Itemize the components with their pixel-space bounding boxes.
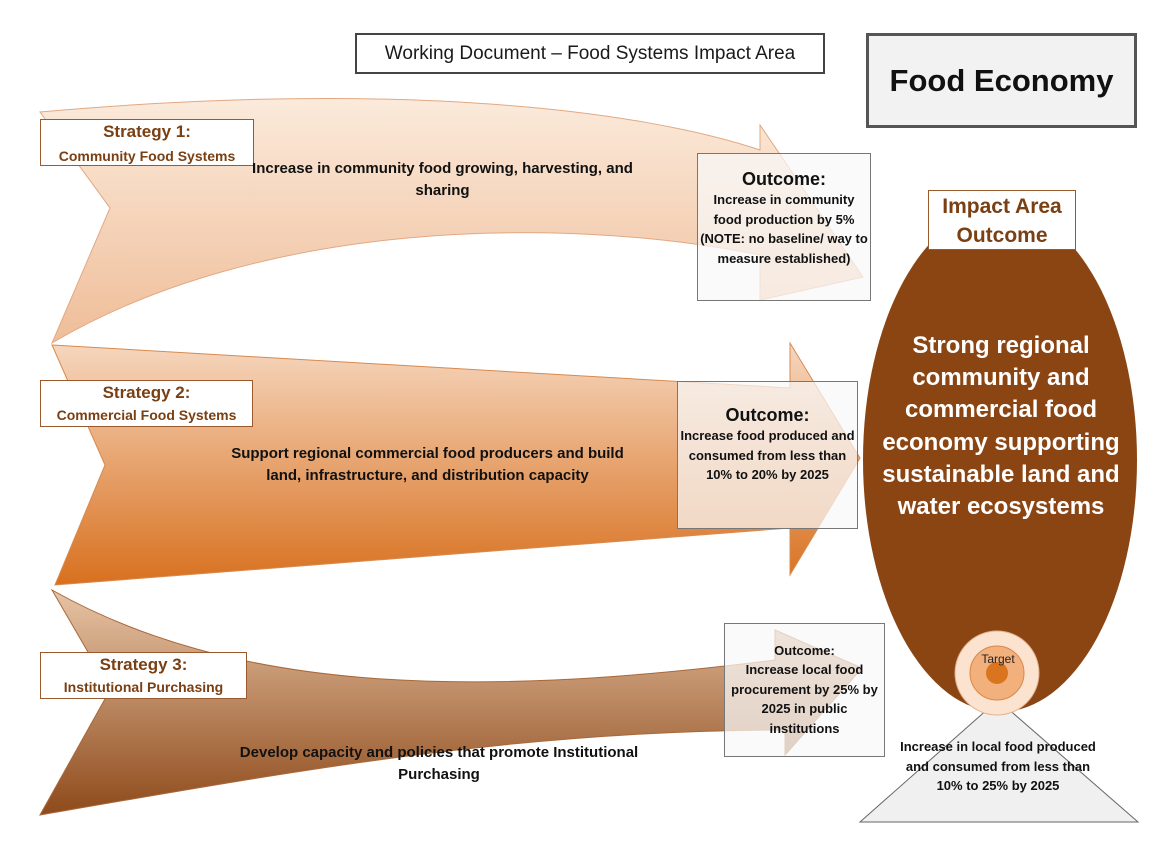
- strategy-3-outcome-text: Increase local food procurement by 25% b…: [731, 662, 878, 736]
- strategy-2-outcome-heading: Outcome:: [725, 405, 810, 425]
- strategy-1-outcome-heading: Outcome:: [741, 169, 826, 189]
- strategy-3-label: Strategy 3: Institutional Purchasing: [40, 652, 247, 699]
- strategy-3-outcome: Outcome: Increase local food procurement…: [724, 623, 885, 757]
- impact-area-outcome-heading: Impact Area Outcome: [928, 190, 1076, 250]
- target-triangle: [858, 699, 1140, 823]
- strategy-2-description: Support regional commercial food produce…: [231, 445, 624, 484]
- strategy-1-name: Community Food Systems: [58, 148, 236, 164]
- target-bullseye: [986, 662, 1008, 684]
- document-title: Working Document – Food Systems Impact A…: [355, 33, 825, 74]
- strategy-2-arrow: [51, 341, 861, 586]
- strategy-2-number: Strategy 2:: [102, 383, 191, 402]
- impact-oval: [863, 208, 1137, 712]
- strategy-3-number: Strategy 3:: [99, 655, 188, 674]
- strategy-1-description: Increase in community food growing, harv…: [252, 160, 633, 199]
- impact-area-outcome-text: Strong regional community and commercial…: [882, 332, 1120, 521]
- strategy-2-label: Strategy 2: Commercial Food Systems: [40, 380, 253, 427]
- strategy-2-outcome: Outcome: Increase food produced and cons…: [677, 381, 858, 529]
- target-label: Target: [981, 652, 1015, 666]
- strategy-1-outcome-text: Increase in community food production by…: [700, 192, 868, 266]
- strategy-1-outcome: Outcome: Increase in community food prod…: [697, 153, 871, 301]
- target-text: Increase in local food produced and cons…: [900, 739, 1096, 794]
- strategy-2-name: Commercial Food Systems: [56, 407, 237, 423]
- strategy-3-outcome-heading: Outcome:: [774, 643, 835, 658]
- strategy-1-number: Strategy 1:: [103, 122, 191, 141]
- impact-area-title: Food Economy: [866, 33, 1137, 128]
- strategy-2-outcome-text: Increase food produced and consumed from…: [680, 428, 855, 482]
- strategy-1-label: Strategy 1: Community Food Systems: [40, 119, 254, 166]
- strategy-3-description: Develop capacity and policies that promo…: [239, 744, 639, 783]
- strategy-3-name: Institutional Purchasing: [63, 679, 224, 695]
